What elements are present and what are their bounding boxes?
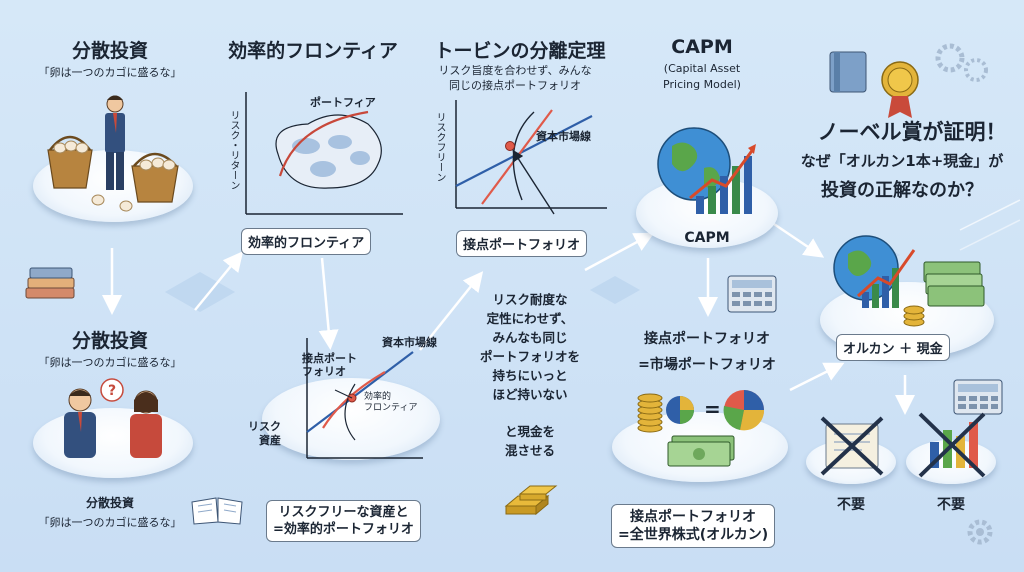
- col2-title: 効率的フロンティア: [228, 40, 398, 62]
- gold-bars-icon: [504, 485, 558, 516]
- orukan-cash-illustration: [833, 235, 985, 327]
- col3-cml-label: 資本市場線: [536, 130, 591, 143]
- col3-middle-text-2: と現金を混させる: [470, 422, 590, 460]
- middle-text2-line: と現金を: [504, 424, 555, 439]
- col1-disc-2: [33, 408, 193, 478]
- col1-quote-3: 「卵は一つのカゴに盛るな」: [38, 516, 182, 529]
- lower-y-label: リスク 資産: [248, 420, 281, 447]
- middle-text-line: リスク耐度な: [492, 292, 568, 307]
- middle-text-line: 定性にわせず、: [486, 311, 574, 326]
- col1-quote-1: 「卵は一つのカゴに盛るな」: [38, 66, 182, 79]
- middle-text-line: ポートフォリオを: [479, 349, 580, 364]
- lower-cml-label: 資本市場線: [382, 336, 437, 349]
- unneeded-label-1: 不要: [837, 497, 865, 513]
- cml-chart-lower: [306, 338, 423, 459]
- nobel-headline: ノーベル賞が証明！: [817, 120, 1007, 144]
- col1-title-3: 分散投資: [85, 496, 134, 510]
- col4-sub-1: (Capital Asset: [663, 62, 741, 75]
- unneeded-document-icon: [820, 416, 884, 476]
- books-icon: [25, 267, 75, 299]
- col3-sub-2: 同じの接点ポートフォリオ: [449, 79, 581, 92]
- col4-box-line1: 接点ポートフォリオ: [630, 509, 757, 525]
- unneeded-chart-icon: [918, 412, 986, 478]
- calculator-icon-2: [953, 379, 1003, 415]
- col5-question-1: なぜ「オルカン1本+現金」が: [800, 152, 1004, 170]
- col1-title-2: 分散投資: [71, 330, 148, 352]
- equals-sign: =: [704, 397, 721, 421]
- col2-y-axis-label: リスク・リターン: [228, 110, 239, 190]
- open-book-icon: [191, 497, 243, 525]
- col4-disc-label: CAPM: [684, 230, 730, 246]
- middle-text2-line: 混させる: [504, 443, 555, 458]
- middle-text-line: 持ちにいっと: [492, 368, 568, 383]
- col4-eq-line-1: 接点ポートフォリオ: [644, 331, 770, 347]
- middle-text-line: ほど持いない: [492, 387, 568, 402]
- separation-chart: [455, 100, 607, 215]
- col2-frontier-box: 効率的フロンティア: [241, 228, 372, 255]
- nobel-icons: [829, 43, 988, 118]
- col3-title: トービンの分離定理: [434, 40, 606, 62]
- col1-quote-2: 「卵は一つのカゴに盛るな」: [38, 356, 182, 369]
- two-people-illustration: ?: [64, 378, 162, 458]
- gear-icon: [967, 519, 993, 545]
- col2-bottom-line1: リスクフリーな資産と: [278, 505, 409, 520]
- col3-middle-text: リスク耐度な定性にわせず、みんなも同じポートフォリオを持ちにいっとほど持いない: [470, 290, 590, 404]
- portfolio-equals-icon: =: [637, 390, 765, 467]
- col2-bottom-line2: =効率的ポートフォリオ: [273, 522, 414, 537]
- col5-question-2: 投資の正解なのか？: [821, 180, 983, 201]
- lower-tangent-label: 接点ポート フォリオ: [302, 352, 357, 378]
- globe-growth-icon: [657, 127, 756, 214]
- frontier-chart-top: [245, 92, 403, 215]
- svg-text:?: ?: [108, 383, 116, 399]
- frontier-curve-label: ポートフィア: [310, 96, 376, 109]
- col4-sub-2: Pricing Model): [663, 78, 741, 91]
- col4-title: CAPM: [671, 36, 733, 58]
- col1-title-1: 分散投資: [71, 40, 148, 62]
- baskets-investor-illustration: [47, 95, 179, 212]
- col3-tangent-box: 接点ポートフォリオ: [456, 230, 588, 257]
- lower-frontier-label: 効率的 フロンティア: [364, 392, 418, 413]
- middle-text-line: みんなも同じ: [492, 330, 568, 345]
- col3-y-axis-label: リスクフリーン: [434, 112, 445, 182]
- col2-bottom-box: リスクフリーな資産と =効率的ポートフォリオ: [266, 500, 421, 542]
- calculator-icon: [727, 275, 777, 313]
- col4-eq-line-2: =市場ポートフォリオ: [638, 357, 776, 373]
- col3-sub-1: リスク旨度を合わせず、みんな: [438, 64, 592, 77]
- col5-orukan-box: オルカン ＋ 現金: [836, 334, 950, 361]
- unneeded-label-2: 不要: [937, 497, 965, 513]
- col4-box-line2: =全世界株式(オルカン): [618, 527, 769, 543]
- col4-bottom-box: 接点ポートフォリオ =全世界株式(オルカン): [611, 504, 776, 548]
